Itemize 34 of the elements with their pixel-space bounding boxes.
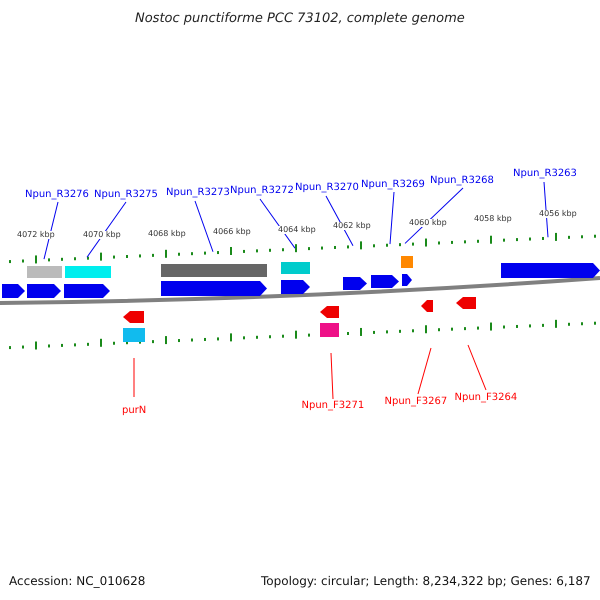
- scale-label: 4056 kbp: [539, 210, 577, 218]
- leader-line: [86, 202, 126, 258]
- gene-label: purN: [122, 406, 146, 416]
- scale-label: 4072 kbp: [17, 231, 55, 239]
- leader-line: [418, 348, 432, 394]
- scale-label: 4058 kbp: [474, 215, 512, 223]
- leader-line: [326, 196, 354, 246]
- scale-label: 4070 kbp: [83, 231, 121, 239]
- gene-label: Npun_R3269: [361, 180, 425, 190]
- scale-label: 4064 kbp: [278, 226, 316, 234]
- gene-label: Npun_R3276: [25, 190, 89, 200]
- leader-line: [260, 198, 296, 249]
- leader-line: [194, 200, 214, 252]
- scale-label: 4060 kbp: [409, 219, 447, 227]
- gene-label: Npun_R3270: [295, 183, 359, 193]
- leader-line: [330, 352, 334, 400]
- gene-label: Npun_R3272: [230, 186, 294, 196]
- gene-label: Npun_F3271: [302, 401, 364, 411]
- gene-label: Npun_F3264: [454, 393, 518, 403]
- genome-title: Nostoc punctiforme PCC 73102, complete genome: [135, 12, 465, 24]
- gene-label: Npun_R3275: [94, 190, 158, 200]
- scale-label: 4066 kbp: [213, 228, 251, 236]
- leader-line: [390, 192, 394, 245]
- scale-label: 4062 kbp: [333, 222, 371, 230]
- leader-line: [468, 344, 486, 390]
- gene-label: Npun_F3267: [384, 397, 448, 407]
- gene-label: Npun_R3268: [430, 176, 494, 186]
- leader-line: [44, 202, 58, 260]
- leader-line: [404, 188, 464, 244]
- gene-label: Npun_R3263: [513, 169, 577, 179]
- gene-label: Npun_R3273: [166, 188, 230, 198]
- genome-stats-text: Topology: circular; Length: 8,234,322 bp; Genes: 6,187: [261, 575, 591, 587]
- accession-text: Accession: NC_010628: [9, 575, 146, 587]
- scale-label: 4068 kbp: [148, 230, 186, 238]
